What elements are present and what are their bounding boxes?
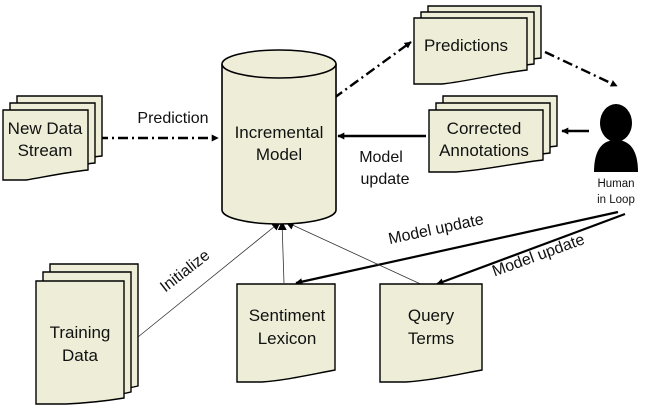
query-terms-node: Query Terms [379,283,483,383]
edge-query-to-model [285,221,428,288]
training-label-line1: Training [50,323,111,342]
human-label-line2: in Loop [597,194,635,206]
query-label-line1: Query [408,306,455,325]
model-update-label-line2: update [361,171,410,188]
lexicon-label-line1: Sentiment [249,306,326,325]
edge-predictions-to-human [544,50,618,88]
model-update-query-label: Model update [490,231,587,280]
edge-model-to-predictions [333,41,412,99]
prediction-edge-label: Prediction [137,110,208,127]
new-data-stream-node: New Data Stream [2,95,103,181]
edge-human-to-query [436,212,626,286]
edge-training-to-model [137,221,281,338]
corrected-annotations-node: Corrected Annotations [428,95,558,173]
stream-label-line1: New Data [8,119,83,138]
predictions-node: Predictions [413,5,542,85]
stream-label-line2: Stream [18,141,73,160]
model-update-label-line1: Model [359,149,403,166]
query-label-line2: Terms [408,329,454,348]
training-label-line2: Data [62,346,98,365]
person-icon [594,104,638,172]
incremental-model-node: Incremental Model [221,49,337,225]
corrected-label-line1: Corrected [447,119,522,138]
initialize-edge-label: Initialize [157,247,213,296]
model-label-line2: Model [256,145,302,164]
corrected-label-line2: Annotations [439,141,529,160]
model-label-line1: Incremental [235,123,324,142]
human-label-line1: Human [597,178,634,190]
edge-human-to-lexicon [295,210,619,286]
predictions-label: Predictions [424,36,508,55]
model-update-lexicon-label: Model update [387,211,485,248]
edge-lexicon-to-model [277,221,287,284]
sentiment-lexicon-node: Sentiment Lexicon [236,283,336,383]
training-data-node: Training Data [35,263,139,405]
lexicon-label-line2: Lexicon [258,329,317,348]
human-in-loop-node: Human in Loop [594,104,638,206]
